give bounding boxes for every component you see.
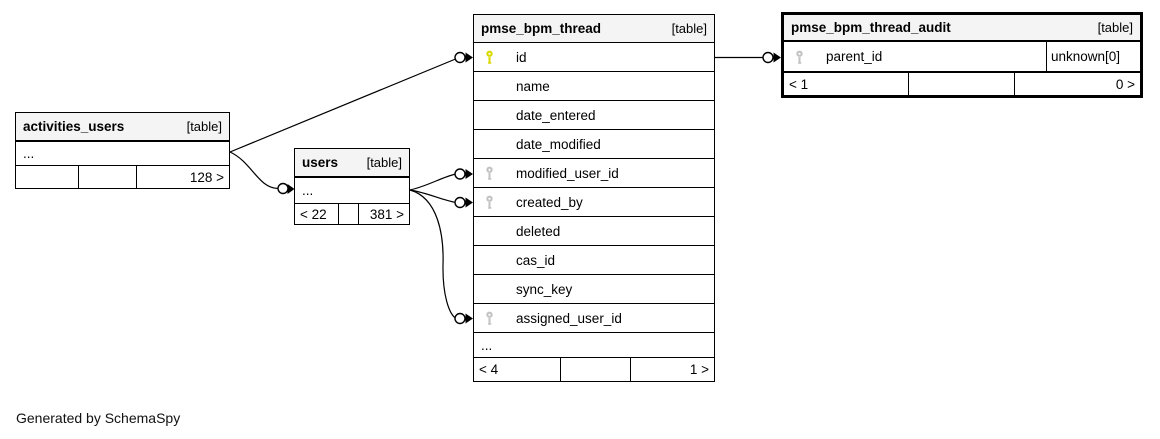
column-name: date_entered bbox=[516, 107, 596, 123]
hidden-columns-row: ... bbox=[16, 141, 229, 165]
table-type-label: [table] bbox=[186, 119, 222, 134]
footer-children: 0 > bbox=[1014, 73, 1140, 95]
column-name: assigned_user_id bbox=[516, 310, 622, 326]
table-title: pmse_bpm_thread bbox=[481, 21, 602, 36]
foreign-key-icon bbox=[484, 194, 495, 210]
column-row-date-modified: date_modified bbox=[474, 129, 714, 158]
table-pmse-bpm-thread: pmse_bpm_thread [table] id name date_ent… bbox=[473, 14, 715, 382]
footer-parents: < 22 bbox=[300, 206, 327, 222]
table-pmse-bpm-thread-audit: pmse_bpm_thread_audit [table] parent_id … bbox=[781, 12, 1143, 98]
generated-by-note: Generated by SchemaSpy bbox=[16, 410, 181, 426]
table-footer: < 1 0 > bbox=[784, 71, 1140, 95]
table-footer: < 4 1 > bbox=[474, 357, 714, 381]
column-row-deleted: deleted bbox=[474, 216, 714, 245]
hidden-columns-row: ... bbox=[295, 177, 409, 203]
column-name: cas_id bbox=[516, 252, 556, 268]
edge-activities-to-users bbox=[229, 151, 279, 190]
column-name: parent_id bbox=[826, 49, 883, 64]
zero-or-one-circle bbox=[454, 168, 466, 180]
table-footer: 128 > bbox=[16, 165, 229, 188]
arrowhead bbox=[287, 184, 295, 194]
arrowhead bbox=[465, 197, 473, 208]
table-type-label: [table] bbox=[1097, 20, 1133, 35]
column-row-id: id bbox=[474, 43, 714, 71]
column-type-note: unknown[0] bbox=[1046, 42, 1140, 71]
arrowhead bbox=[465, 52, 473, 63]
table-title: pmse_bpm_thread_audit bbox=[791, 20, 951, 35]
column-row-date-entered: date_entered bbox=[474, 100, 714, 129]
zero-or-one-circle bbox=[454, 51, 466, 64]
table-header-pmse-bpm-thread-audit[interactable]: pmse_bpm_thread_audit [table] bbox=[784, 15, 1140, 42]
column-name: modified_user_id bbox=[516, 165, 619, 181]
table-title: users bbox=[302, 155, 339, 170]
table-users: users [table] ... < 22 381 > bbox=[294, 148, 410, 225]
column-row-sync-key: sync_key bbox=[474, 274, 714, 303]
table-type-label: [table] bbox=[671, 21, 707, 36]
table-type-label: [table] bbox=[366, 155, 402, 170]
edge-activities-to-thread-id bbox=[229, 57, 459, 153]
edge-users-to-modified-user-id bbox=[409, 173, 457, 191]
foreign-key-icon bbox=[484, 165, 495, 181]
hidden-columns-row: ... bbox=[474, 332, 714, 357]
column-row-name: name bbox=[474, 71, 714, 100]
table-footer: < 22 381 > bbox=[295, 203, 409, 224]
column-row-modified-user-id: modified_user_id bbox=[474, 158, 714, 187]
footer-mid bbox=[338, 204, 358, 224]
zero-or-one-circle bbox=[454, 196, 466, 209]
zero-or-one-circle bbox=[454, 312, 466, 325]
column-name: id bbox=[516, 49, 527, 65]
footer-mid bbox=[78, 166, 136, 188]
column-name: sync_key bbox=[516, 281, 573, 297]
footer-parents: < 1 bbox=[789, 76, 809, 92]
footer-mid bbox=[560, 358, 630, 381]
column-name: deleted bbox=[516, 223, 561, 239]
foreign-key-icon bbox=[484, 310, 495, 326]
table-header-activities-users[interactable]: activities_users [table] bbox=[16, 113, 229, 141]
arrowhead bbox=[465, 169, 473, 179]
table-header-pmse-bpm-thread[interactable]: pmse_bpm_thread [table] bbox=[474, 15, 714, 43]
foreign-key-icon bbox=[794, 49, 805, 65]
column-name: name bbox=[516, 78, 550, 94]
zero-or-one-circle bbox=[277, 182, 289, 195]
column-row-parent-id: parent_id unknown[0] bbox=[784, 42, 1140, 71]
column-row-cas-id: cas_id bbox=[474, 245, 714, 274]
footer-parents bbox=[16, 166, 78, 188]
zero-or-one-circle bbox=[762, 51, 774, 64]
edge-users-to-assigned-user-id bbox=[409, 189, 457, 320]
arrowhead bbox=[465, 313, 473, 324]
column-row-created-by: created_by bbox=[474, 187, 714, 216]
column-name: created_by bbox=[516, 194, 583, 210]
column-name: date_modified bbox=[516, 136, 601, 152]
table-activities-users: activities_users [table] ... 128 > bbox=[15, 112, 230, 189]
footer-children: 1 > bbox=[630, 358, 714, 381]
table-title: activities_users bbox=[23, 119, 125, 134]
table-header-users[interactable]: users [table] bbox=[295, 149, 409, 177]
footer-parents: < 4 bbox=[479, 362, 499, 377]
footer-children: 128 > bbox=[136, 166, 229, 188]
arrowhead bbox=[773, 52, 781, 63]
primary-key-icon bbox=[484, 49, 495, 65]
column-row-assigned-user-id: assigned_user_id bbox=[474, 303, 714, 332]
footer-children: 381 > bbox=[358, 204, 409, 224]
edge-users-to-created-by bbox=[409, 189, 457, 204]
footer-mid bbox=[908, 73, 1014, 95]
